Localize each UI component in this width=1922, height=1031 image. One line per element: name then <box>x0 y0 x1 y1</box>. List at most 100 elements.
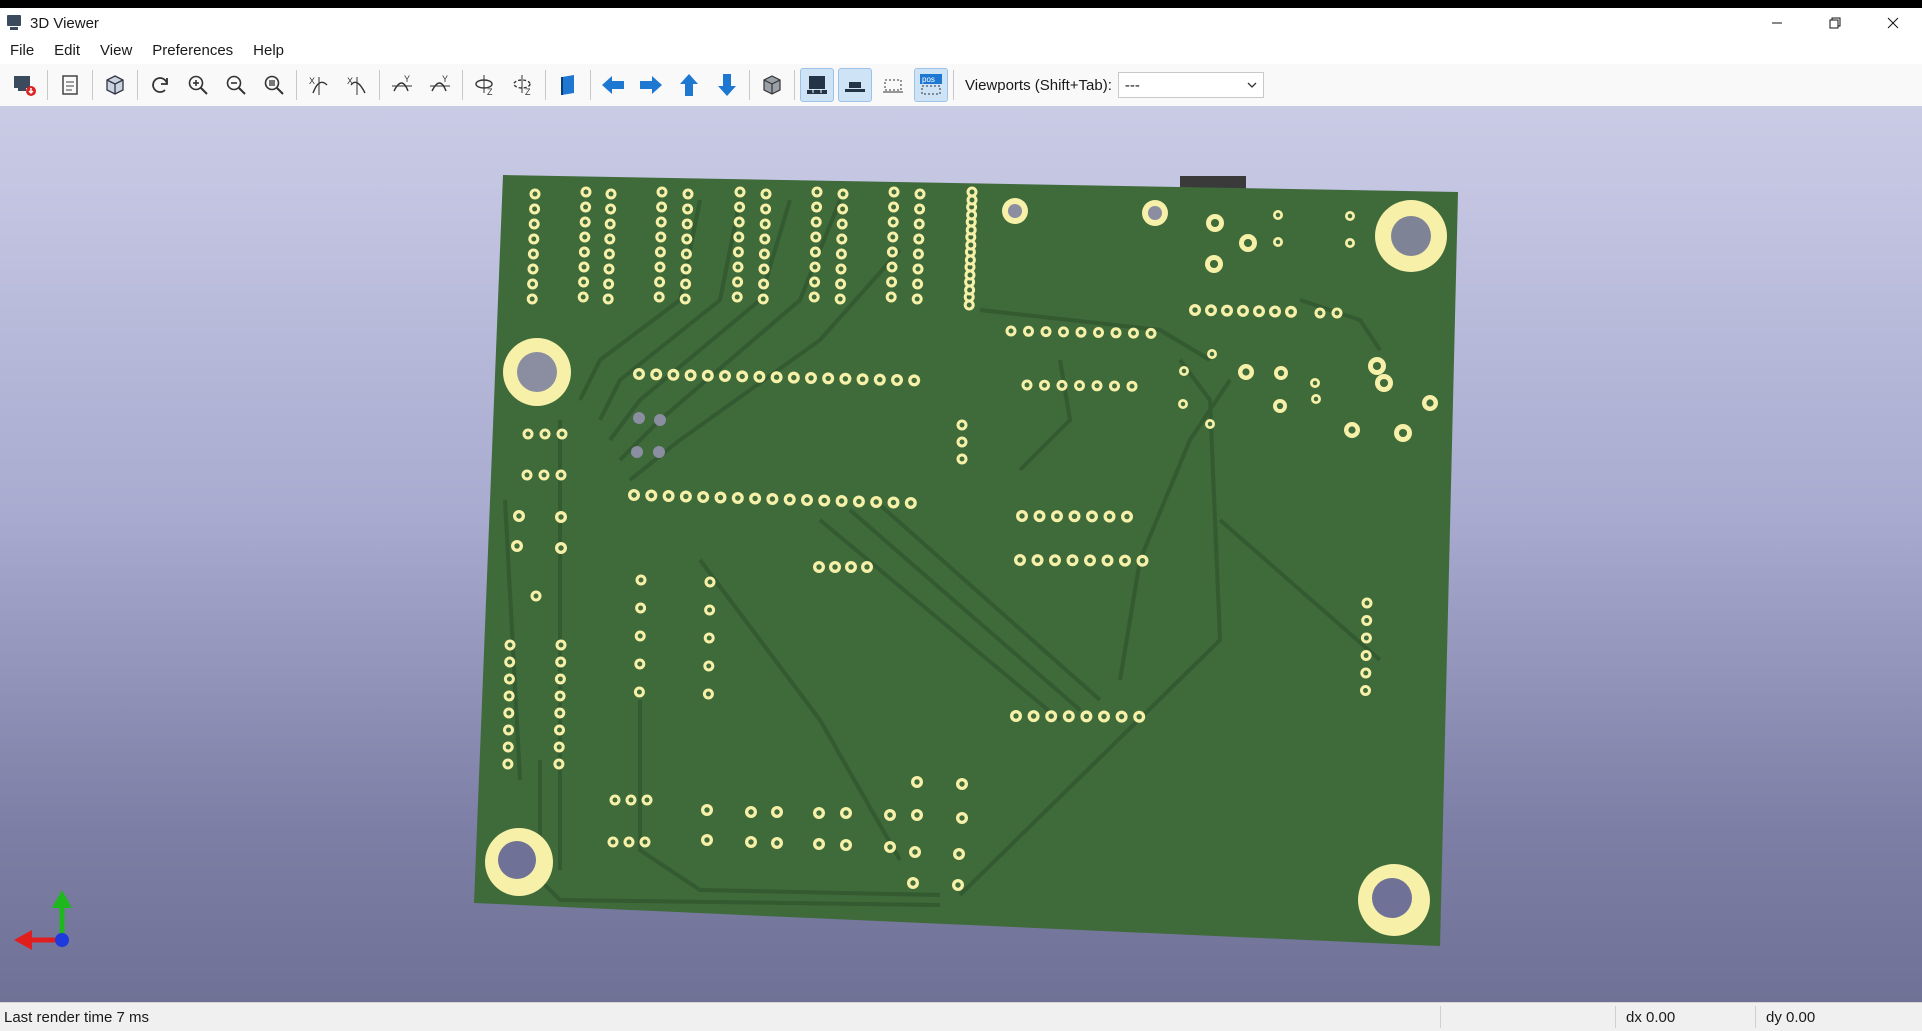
svg-text:Y: Y <box>442 74 448 84</box>
rotate-y-ccw-button[interactable]: Y <box>423 68 457 102</box>
pcb-pad-hole <box>842 376 849 382</box>
pcb-pad-hole <box>908 500 914 506</box>
pcb-pad-hole <box>1317 310 1323 316</box>
menu-file[interactable]: File <box>10 42 35 59</box>
pcb-pad-hole <box>581 249 587 255</box>
move-down-button[interactable] <box>710 68 744 102</box>
pcb-pad-hole <box>580 294 586 300</box>
pcb-pad-hole <box>1061 329 1066 335</box>
rotate-x-ccw-button[interactable]: X <box>340 68 374 102</box>
pcb-pad-hole <box>631 492 637 498</box>
pcb-pad-hole <box>808 375 814 381</box>
orthographic-button[interactable] <box>755 68 789 102</box>
pcb-pad-hole <box>1096 330 1101 335</box>
pcb-pad-hole <box>1275 212 1281 218</box>
pcb-pad-hole <box>683 493 689 500</box>
pcb-pad-hole <box>812 249 818 255</box>
minimize-icon <box>1772 22 1782 24</box>
flip-board-button[interactable] <box>551 68 585 102</box>
menu-view[interactable]: View <box>100 42 133 59</box>
pcb-pad-hole <box>1347 213 1353 219</box>
pcb-pad-hole <box>838 251 844 257</box>
pcb-pad-hole <box>531 221 537 227</box>
pcb-pad-hole <box>814 189 820 195</box>
pcb-via <box>633 412 645 424</box>
pcb-pad-hole <box>839 236 845 242</box>
pcb-pad-hole <box>556 744 562 750</box>
viewports-dropdown[interactable]: --- <box>1117 72 1264 98</box>
render-mode-button[interactable] <box>98 68 132 102</box>
pcb-pad-hole <box>739 373 745 380</box>
rotate-z-ccw-button[interactable]: Z <box>506 68 540 102</box>
pcb-pad-hole <box>915 266 921 272</box>
pcb-pad-hole <box>856 498 862 505</box>
rotate-x-cw-button[interactable]: X <box>302 68 336 102</box>
pcb-pad-hole <box>816 564 822 570</box>
zoom-in-button[interactable] <box>181 68 215 102</box>
pcb-pad-hole <box>859 376 866 382</box>
pcb-pad-hole <box>1030 713 1037 719</box>
pcb-pad-hole <box>735 249 741 255</box>
pcb-pad-hole <box>889 279 895 285</box>
pcb-pad-hole <box>707 579 713 585</box>
zoom-fit-button[interactable] <box>257 68 291 102</box>
pcb-pad-hole <box>1275 239 1281 245</box>
menu-edit[interactable]: Edit <box>54 42 81 59</box>
rotate-y-cw-button[interactable]: Y <box>385 68 419 102</box>
svg-text:Y: Y <box>404 74 410 84</box>
pcb-pad-hole <box>890 499 897 506</box>
show-smd-button[interactable] <box>838 68 872 102</box>
pcb-pad-hole <box>626 839 632 845</box>
pcb-pad-hole <box>1426 399 1434 407</box>
status-divider <box>1615 1006 1616 1028</box>
status-bar: Last render time 7 ms dx 0.00 dy 0.00 <box>0 1002 1922 1031</box>
pcb-pad-hole <box>533 593 539 599</box>
pcb-pad-hole <box>917 206 923 212</box>
minimize-button[interactable] <box>1748 8 1806 38</box>
pcb-pad-hole <box>916 221 922 227</box>
zoom-out-button[interactable] <box>219 68 253 102</box>
3d-canvas[interactable] <box>0 106 1922 1002</box>
menu-preferences[interactable]: Preferences <box>152 42 234 59</box>
pcb-pad-hole <box>735 279 741 285</box>
move-up-button[interactable] <box>672 68 706 102</box>
menu-help[interactable]: Help <box>253 42 285 59</box>
pcb-pad-hole <box>1313 396 1319 402</box>
pcb-pad-hole <box>1312 380 1318 386</box>
export-image-icon <box>14 76 36 96</box>
pcb-pad-hole <box>607 221 613 227</box>
pcb-pad-hole <box>612 797 618 803</box>
rotate-z-cw-button[interactable]: Z <box>468 68 502 102</box>
show-virtual-button[interactable] <box>876 68 910 102</box>
pcb-pad-hole <box>1398 428 1408 438</box>
reload-button[interactable] <box>143 68 177 102</box>
pcb-pad-hole <box>915 251 921 257</box>
pcb-pad-hole <box>1077 383 1082 389</box>
pcb-pad-hole <box>1210 218 1220 228</box>
pcb-pad-hole <box>761 266 767 272</box>
export-image-button[interactable] <box>8 68 42 102</box>
pcb-pad-hole <box>887 812 893 818</box>
close-icon <box>1887 17 1899 29</box>
pcb-pad-hole <box>717 494 724 501</box>
move-left-button[interactable] <box>596 68 630 102</box>
move-right-button[interactable] <box>634 68 668 102</box>
pcb-pad-hole <box>967 287 973 293</box>
copy-clipboard-button[interactable] <box>53 68 87 102</box>
dy-readout: dy 0.00 <box>1766 1009 1816 1026</box>
pcb-pad-hole <box>1122 557 1128 564</box>
pcb-via <box>654 414 666 426</box>
pcb-pad-hole <box>1139 558 1146 564</box>
show-tht-button[interactable] <box>800 68 834 102</box>
pcb-pad-hole <box>557 676 563 682</box>
pcb-pad-hole <box>636 371 642 377</box>
pcb-pad-hole <box>583 189 589 195</box>
show-not-in-posfile-button[interactable]: pos <box>914 68 948 102</box>
restore-button[interactable] <box>1806 8 1864 38</box>
pcb-pad-hole <box>969 189 975 195</box>
svg-text:Z: Z <box>525 87 531 97</box>
pcb-pad-hole <box>683 266 689 272</box>
pcb-pad-hole <box>1131 330 1136 336</box>
pcb-pad-hole <box>956 851 962 857</box>
close-button[interactable] <box>1864 8 1922 38</box>
